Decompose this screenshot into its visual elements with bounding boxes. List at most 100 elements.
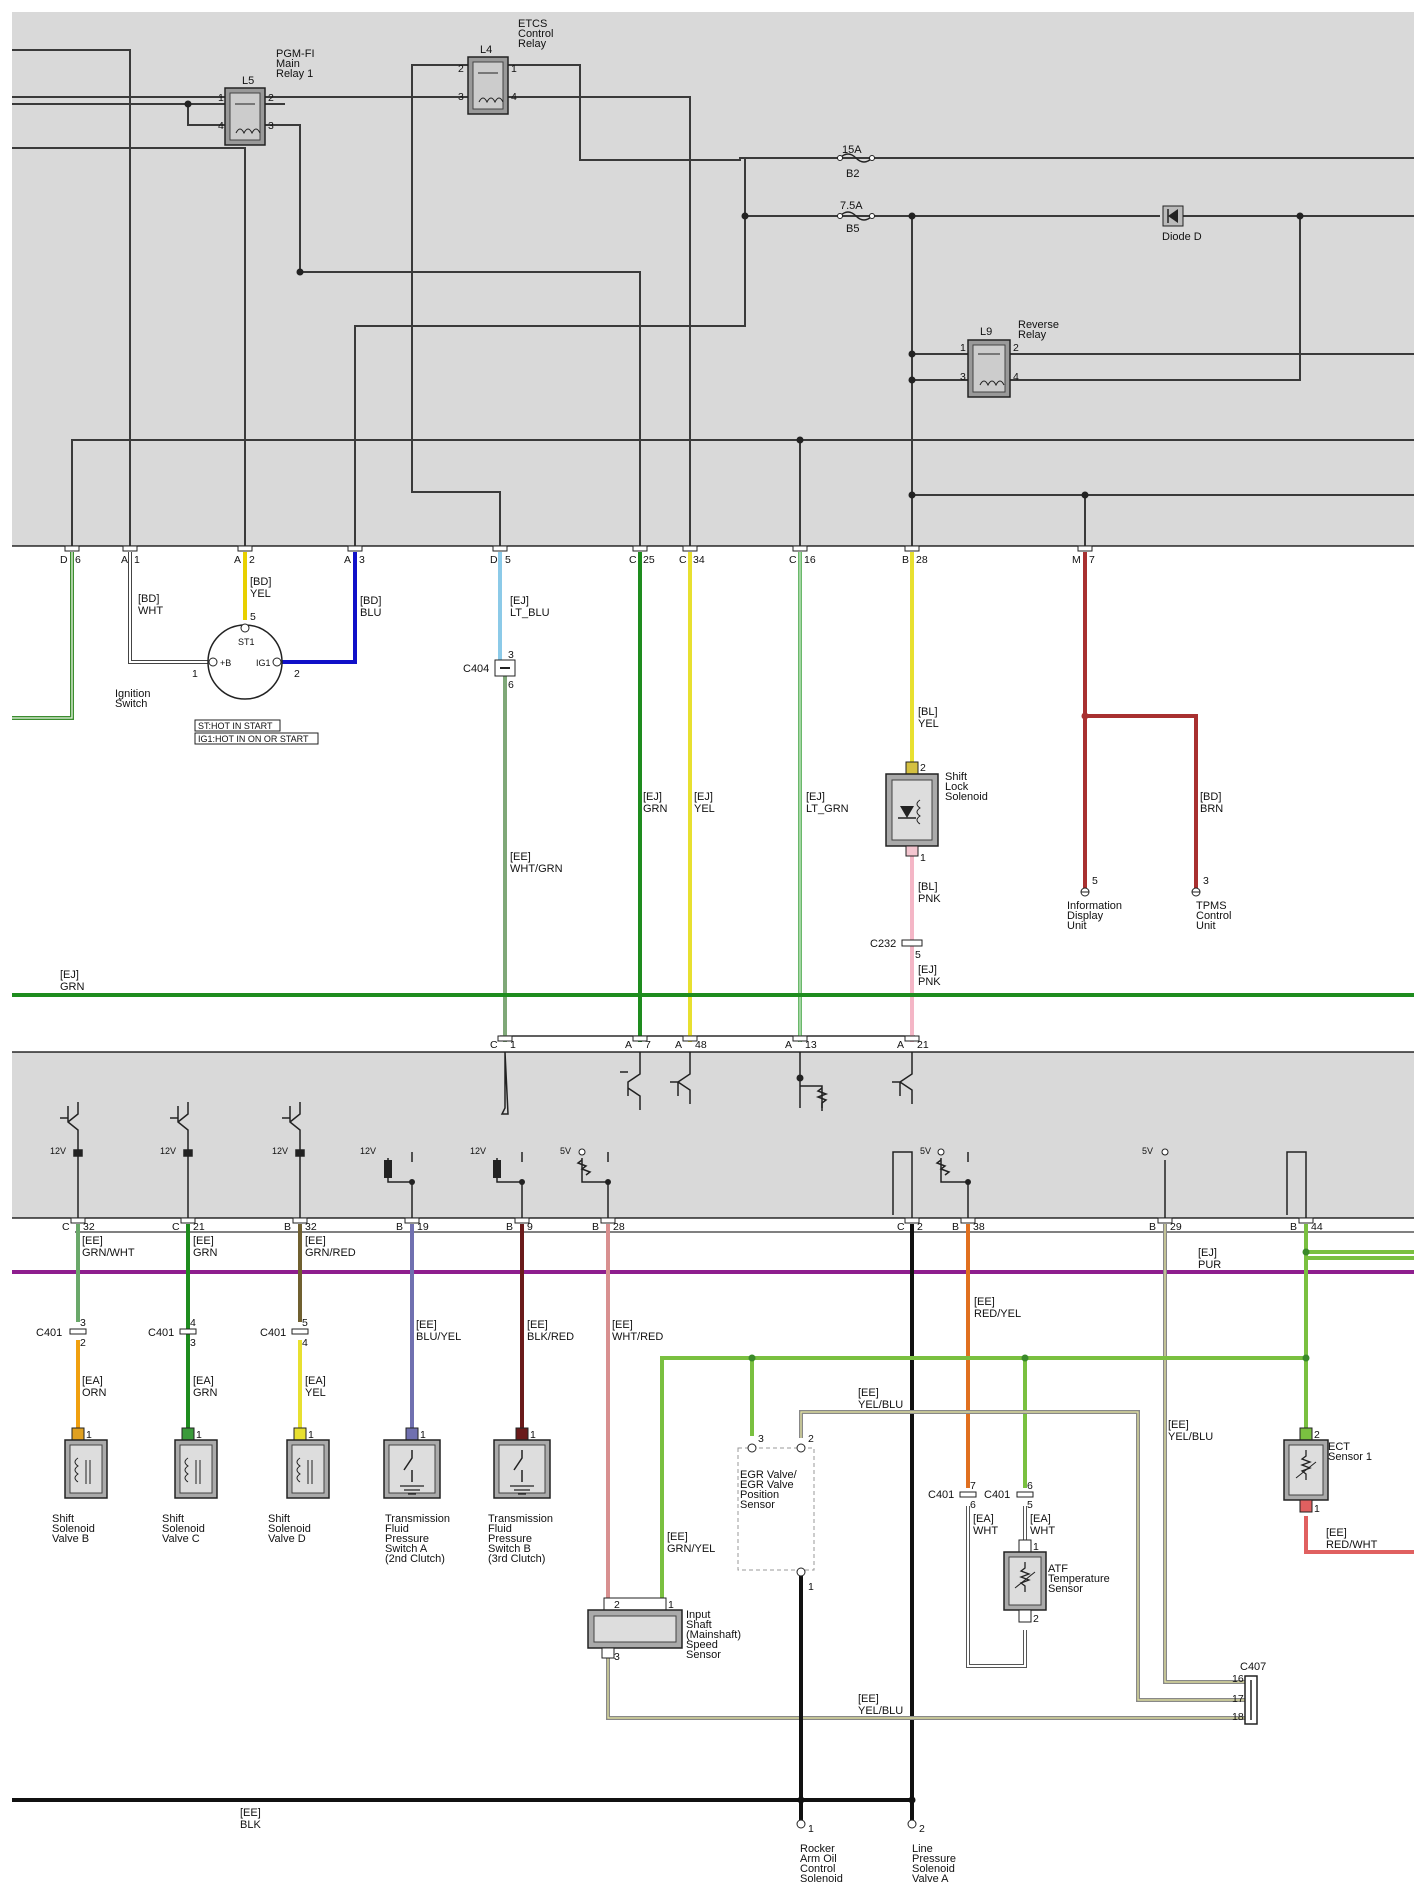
input-shaft-speed-sensor: 2 1 3 Input Shaft (Mainshaft) Speed Sens… — [587, 1597, 741, 1663]
shift-lock-solenoid: Shift Lock Solenoid 2 1 — [885, 761, 988, 864]
svg-text:YEL/BLU: YEL/BLU — [858, 1705, 903, 1717]
svg-text:YEL/BLU: YEL/BLU — [1168, 1431, 1213, 1443]
svg-text:16: 16 — [1232, 1673, 1244, 1685]
svg-text:[EE]: [EE] — [858, 1693, 879, 1705]
svg-text:2: 2 — [1033, 1613, 1039, 1625]
svg-text:Fluid: Fluid — [385, 1523, 409, 1535]
svg-text:GRN/WHT: GRN/WHT — [82, 1247, 135, 1259]
svg-text:21: 21 — [917, 1039, 929, 1051]
svg-text:D: D — [60, 554, 68, 566]
svg-text:21: 21 — [193, 1221, 205, 1233]
svg-text:Solenoid: Solenoid — [162, 1523, 205, 1535]
svg-text:1: 1 — [920, 852, 926, 864]
svg-text:12V: 12V — [360, 1146, 376, 1156]
svg-text:12V: 12V — [50, 1146, 66, 1156]
svg-text:C: C — [62, 1221, 70, 1233]
svg-text:A: A — [897, 1039, 904, 1051]
svg-text:Rocker: Rocker — [800, 1843, 835, 1855]
svg-text:RED/WHT: RED/WHT — [1326, 1539, 1378, 1551]
svg-text:2: 2 — [917, 1221, 923, 1233]
svg-text:A: A — [675, 1039, 682, 1051]
svg-text:12V: 12V — [470, 1146, 486, 1156]
svg-text:Ignition: Ignition — [115, 688, 150, 700]
rocker-arm-oil-control-solenoid: 1 Rocker Arm Oil Control Solenoid — [796, 1819, 843, 1885]
svg-text:EGR Valve: EGR Valve — [740, 1479, 794, 1491]
ecm-lower-resistors-open — [576, 1159, 951, 1176]
relay-l5-name-2: Main — [276, 58, 300, 70]
svg-text:3: 3 — [458, 91, 464, 103]
svg-text:M: M — [1072, 554, 1081, 566]
svg-text:[EJ]: [EJ] — [510, 595, 529, 607]
svg-text:Control: Control — [1196, 910, 1231, 922]
svg-text:A: A — [234, 554, 241, 566]
wire-bd-blu — [282, 552, 357, 664]
svg-text:C: C — [490, 1039, 498, 1051]
ignition-switch: ST1 +B IG1 5 1 2 Ignition Switch ST:HOT … — [115, 611, 319, 745]
svg-text:Temperature: Temperature — [1048, 1573, 1110, 1585]
svg-text:[BL]: [BL] — [918, 706, 938, 718]
line-pressure-solenoid-valve-a: 2 Line Pressure Solenoid Valve A — [907, 1819, 956, 1885]
relay-l5-name-1: PGM-FI — [276, 48, 315, 60]
svg-text:3: 3 — [1203, 875, 1209, 887]
svg-text:2: 2 — [919, 1823, 925, 1835]
pressure-switch-b: 1 Transmission Fluid Pressure Switch B (… — [488, 1427, 553, 1565]
wire-d6 — [12, 552, 74, 720]
svg-text:16: 16 — [804, 554, 816, 566]
svg-text:3: 3 — [508, 649, 514, 661]
svg-text:38: 38 — [973, 1221, 985, 1233]
svg-text:(Mainshaft): (Mainshaft) — [686, 1629, 741, 1641]
svg-text:[EE]: [EE] — [974, 1296, 995, 1308]
svg-text:Valve A: Valve A — [912, 1873, 949, 1885]
svg-text:Pressure: Pressure — [912, 1853, 956, 1865]
svg-text:GRN: GRN — [643, 803, 668, 815]
svg-text:C401: C401 — [36, 1327, 62, 1339]
svg-text:Reverse: Reverse — [1018, 319, 1059, 331]
svg-text:5V: 5V — [560, 1146, 571, 1156]
connector-c404: C404 3 6 — [463, 649, 516, 691]
svg-text:PNK: PNK — [918, 976, 941, 988]
svg-text:1: 1 — [510, 1039, 516, 1051]
svg-text:[EJ]: [EJ] — [806, 791, 825, 803]
atf-temperature-sensor: 1 2 ATF Temperature Sensor — [1003, 1539, 1110, 1625]
diode-d: Diode D — [1162, 205, 1202, 243]
svg-text:A: A — [625, 1039, 632, 1051]
svg-text:B: B — [1149, 1221, 1156, 1233]
svg-text:ORN: ORN — [82, 1387, 107, 1399]
svg-text:Valve C: Valve C — [162, 1533, 200, 1545]
svg-text:C: C — [679, 554, 687, 566]
upper-wire-labels: [BD]WHT [BD]YEL [BD]BLU [EJ]LT_BLU [EE]W… — [138, 576, 1223, 988]
svg-text:Shift: Shift — [162, 1513, 184, 1525]
svg-text:5: 5 — [505, 554, 511, 566]
ecm-lower-resistors — [384, 1160, 525, 1185]
ecm-block-lower — [12, 1052, 1414, 1218]
relay-l4-name-2: Control — [518, 28, 553, 40]
svg-text:6: 6 — [508, 679, 514, 691]
svg-text:Information: Information — [1067, 900, 1122, 912]
svg-text:YEL: YEL — [250, 588, 271, 600]
svg-text:BLK/RED: BLK/RED — [527, 1331, 574, 1343]
svg-text:WHT/GRN: WHT/GRN — [510, 863, 563, 875]
svg-text:A: A — [121, 554, 128, 566]
svg-text:LT_BLU: LT_BLU — [510, 607, 550, 619]
svg-text:4: 4 — [302, 1337, 308, 1349]
svg-text:Switch: Switch — [115, 698, 147, 710]
svg-text:[EJ]: [EJ] — [643, 791, 662, 803]
svg-text:2: 2 — [80, 1337, 86, 1349]
svg-text:Switch A: Switch A — [385, 1543, 428, 1555]
svg-text:[EE]: [EE] — [1168, 1419, 1189, 1431]
svg-text:[EE]: [EE] — [240, 1807, 261, 1819]
svg-text:5V: 5V — [920, 1146, 931, 1156]
svg-text:ST:HOT IN START: ST:HOT IN START — [198, 721, 273, 731]
svg-text:WHT: WHT — [1030, 1525, 1055, 1537]
svg-text:B: B — [396, 1221, 403, 1233]
svg-text:25: 25 — [643, 554, 655, 566]
svg-text:[EE]: [EE] — [416, 1319, 437, 1331]
svg-text:BRN: BRN — [1200, 803, 1223, 815]
svg-text:[EA]: [EA] — [973, 1513, 994, 1525]
info-display-unit: 5 Information Display Unit — [1067, 875, 1122, 932]
svg-text:ECT: ECT — [1328, 1441, 1350, 1453]
svg-text:A: A — [785, 1039, 792, 1051]
svg-text:[BD]: [BD] — [1200, 791, 1221, 803]
